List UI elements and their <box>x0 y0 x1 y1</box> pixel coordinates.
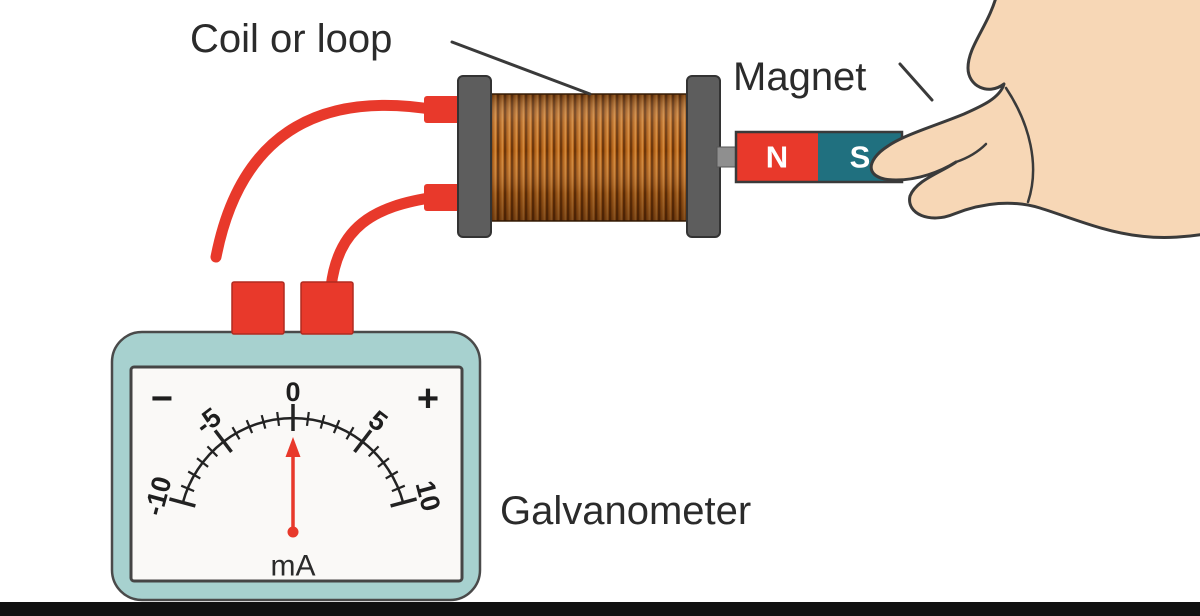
coil-left-flange <box>457 75 492 238</box>
scale-tick <box>391 484 406 493</box>
scale-tick <box>260 414 267 429</box>
coil-label: Coil or loop <box>190 17 392 61</box>
scale-label-zero: 0 <box>285 377 300 407</box>
scale-tick <box>353 429 373 453</box>
terminal-right <box>300 281 354 335</box>
magnet-pointer-line <box>898 62 934 102</box>
bottom-bar <box>0 602 1200 616</box>
coil-shading <box>489 94 690 221</box>
wire-bottom <box>325 191 442 293</box>
scale-tick <box>305 411 310 427</box>
hand-finger-crease <box>1004 86 1035 204</box>
scale-tick <box>213 429 233 453</box>
scale-tick <box>187 470 201 480</box>
wire-top <box>210 99 442 263</box>
galvanometer-face <box>129 365 464 583</box>
scale-tick <box>332 419 341 434</box>
hand-illustration <box>869 0 1200 239</box>
magnet-north-label: N <box>766 140 788 175</box>
scale-tick <box>385 470 399 480</box>
scale-tick <box>180 484 195 493</box>
scale-tick <box>319 414 326 429</box>
meter-unit-label: mA <box>271 550 316 583</box>
scale-tick <box>390 497 418 508</box>
scale-tick <box>231 426 241 440</box>
meter-minus-sign: − <box>151 378 173 420</box>
magnet-label: Magnet <box>733 55 866 99</box>
needle-arrowhead <box>285 437 301 457</box>
meter-scale-ticks <box>168 404 418 508</box>
terminal-left <box>231 281 285 335</box>
coil-right-flange <box>686 75 721 238</box>
magnet-north-pole <box>736 132 818 182</box>
scale-tick <box>245 419 254 434</box>
scale-tick <box>276 411 281 427</box>
scale-tick <box>168 497 196 508</box>
coil-pointer-line <box>450 40 592 96</box>
needle-pivot-dot <box>287 526 299 538</box>
meter-plus-sign: + <box>417 378 439 420</box>
coil-connector-top <box>424 96 464 123</box>
magnet-south-label: S <box>850 140 871 175</box>
coil-connector-bottom <box>424 184 464 211</box>
scale-tick <box>367 445 380 458</box>
galvanometer-label: Galvanometer <box>500 489 751 533</box>
scale-tick <box>196 457 209 468</box>
scale-tick <box>345 426 355 440</box>
scale-tick <box>206 445 219 458</box>
hand-finger-separation <box>954 142 988 164</box>
scale-tick <box>377 457 390 468</box>
